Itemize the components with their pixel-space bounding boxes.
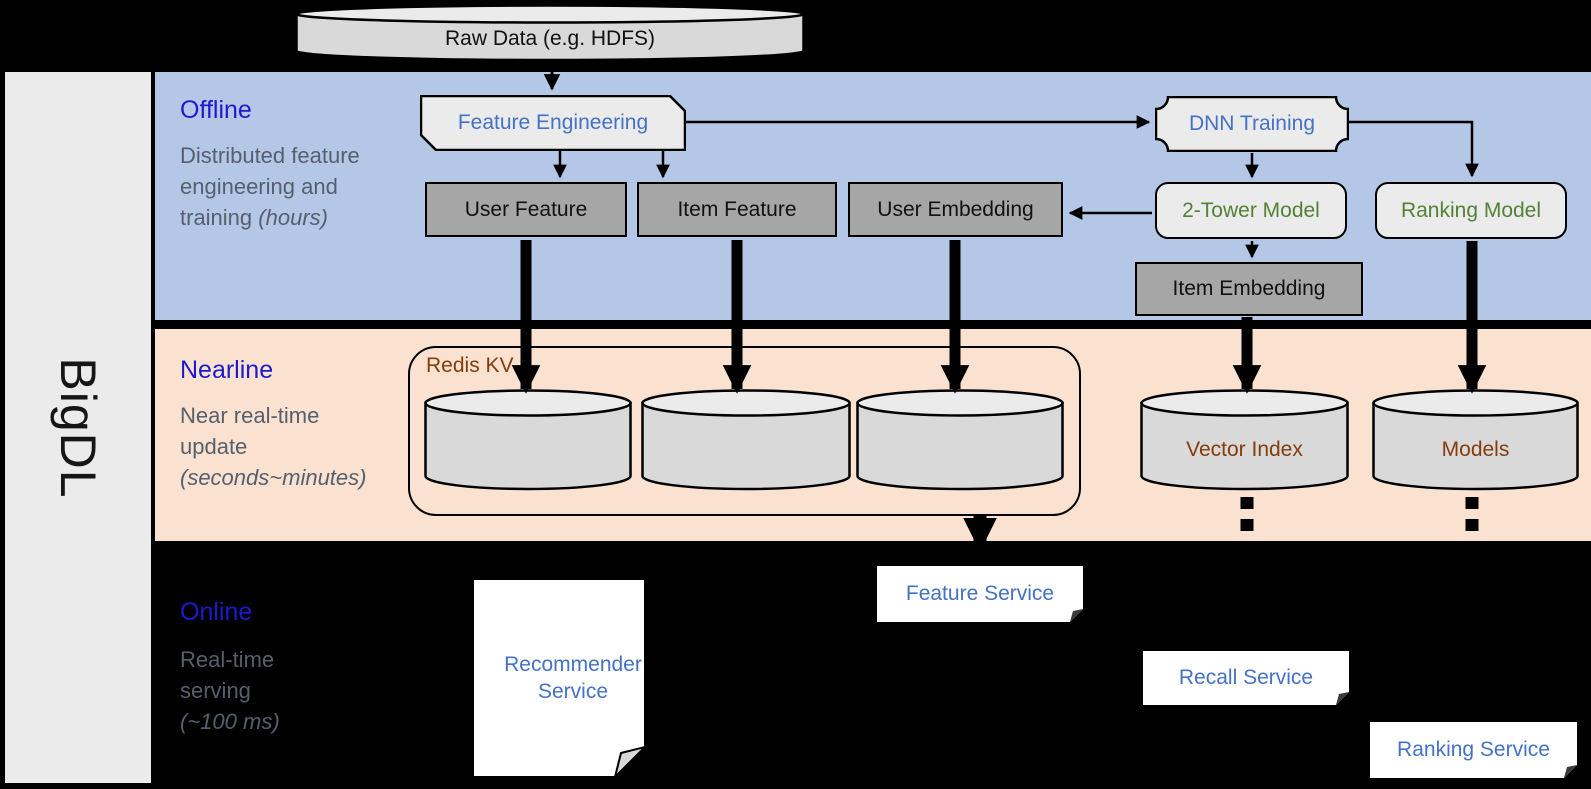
nearline-title: Nearline — [180, 356, 274, 384]
folded-corner-icon — [613, 745, 646, 778]
cylinder-shape-icon — [295, 4, 805, 62]
recall-service-label: Recall Service — [1178, 666, 1314, 690]
dnn-training-label: DNN Training — [1188, 112, 1316, 135]
note-shape-icon — [1143, 651, 1349, 705]
user-feature-node: User Feature — [425, 182, 627, 237]
cylinder-shape-icon — [424, 389, 632, 491]
redis-cylinder-1 — [424, 389, 632, 491]
raw-data-cylinder: Raw Data (e.g. HDFS) — [295, 4, 805, 62]
redis-kv-label: Redis KV — [426, 354, 514, 377]
note-shape-icon — [877, 566, 1083, 622]
folded-corner-icon — [1564, 765, 1577, 778]
dnn-training-node: DNN Training — [1155, 96, 1349, 152]
feature-engineering-node: Feature Engineering — [420, 95, 686, 151]
item-feature-node: Item Feature — [637, 182, 837, 237]
redis-cylinder-2 — [641, 389, 851, 491]
online-description-text: Real-time serving — [180, 647, 275, 704]
redis-cylinder-3 — [856, 389, 1064, 491]
recommender-service-node: Recommender Service — [472, 578, 646, 778]
offline-description: Distributed feature engineering and trai… — [180, 140, 380, 234]
plaque-box-icon — [1155, 96, 1349, 152]
feature-service-node: Feature Service — [877, 566, 1083, 622]
models-cylinder: Models — [1372, 389, 1579, 491]
bigdl-sidebar: BigDL — [5, 72, 151, 783]
recall-service-node: Recall Service — [1143, 651, 1349, 705]
ranking-service-label: Ranking Service — [1397, 738, 1550, 762]
two-tower-model-label: 2-Tower Model — [1182, 198, 1320, 222]
online-description: Real-time serving (~100 ms) — [180, 644, 310, 738]
feature-engineering-label: Feature Engineering — [457, 111, 649, 134]
nearline-description-text: Near real-time update — [180, 403, 320, 460]
item-embedding-node: Item Embedding — [1135, 262, 1363, 316]
raw-data-label: Raw Data (e.g. HDFS) — [444, 27, 656, 50]
online-description-note: (~100 ms) — [180, 709, 280, 735]
folded-corner-icon — [1070, 609, 1083, 622]
cylinder-shape-icon — [856, 389, 1064, 491]
two-tower-model-node: 2-Tower Model — [1155, 182, 1347, 239]
nearline-description: Near real-time update (seconds~minutes) — [180, 400, 385, 494]
cylinder-shape-icon — [641, 389, 851, 491]
cylinder-shape-icon — [1372, 389, 1579, 491]
ranking-model-node: Ranking Model — [1375, 182, 1567, 239]
arrow-dnn-to-ranking-model — [1349, 120, 1479, 178]
offline-description-text: Distributed feature engineering and trai… — [180, 143, 360, 231]
offline-description-note: (hours) — [258, 205, 328, 231]
feature-service-label: Feature Service — [905, 582, 1055, 606]
online-title: Online — [180, 598, 253, 626]
offline-title: Offline — [180, 96, 252, 124]
snip-corner-box-icon — [420, 95, 686, 151]
vector-index-label: Vector Index — [1186, 438, 1303, 461]
recommender-service-label: Recommender Service — [504, 652, 642, 703]
models-label: Models — [1441, 438, 1510, 461]
ranking-model-label: Ranking Model — [1400, 198, 1542, 222]
cylinder-shape-icon — [1140, 389, 1349, 491]
note-shape-icon — [1370, 722, 1577, 778]
vector-index-cylinder: Vector Index — [1140, 389, 1349, 491]
nearline-description-note: (seconds~minutes) — [180, 465, 367, 491]
redis-kv-container — [408, 346, 1081, 516]
folded-corner-icon — [1336, 692, 1349, 705]
document-shape-icon — [472, 578, 646, 778]
user-embedding-node: User Embedding — [848, 182, 1063, 237]
ranking-service-node: Ranking Service — [1370, 722, 1577, 778]
